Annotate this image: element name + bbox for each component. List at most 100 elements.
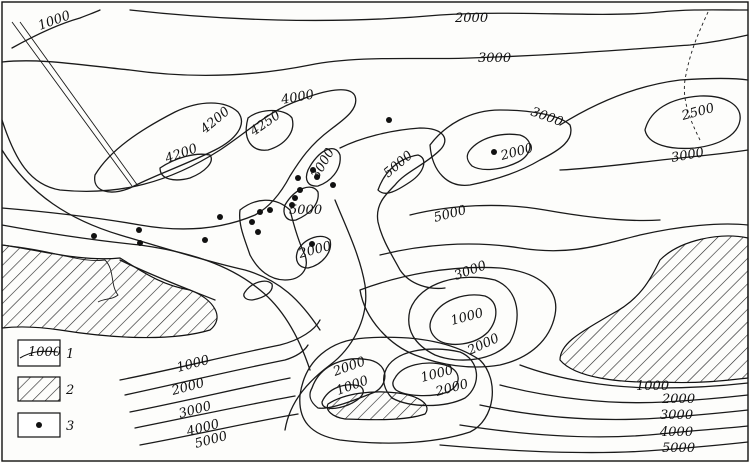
contour-central-long xyxy=(284,199,367,431)
data-point xyxy=(91,233,97,239)
contour-5000-center-loop xyxy=(283,186,319,221)
data-point xyxy=(257,209,263,215)
data-point xyxy=(330,182,336,188)
contour-left-sweep-b xyxy=(1,224,311,371)
label-2500: 2500 xyxy=(679,101,716,124)
label-se-5000: 5000 xyxy=(662,441,695,456)
contour-3000-center xyxy=(305,148,341,187)
label-se-2000: 2000 xyxy=(661,392,695,407)
legend-sample-value: 1000 xyxy=(28,345,61,360)
label-4200-a: 4200 xyxy=(197,104,233,137)
label-se-1000: 1000 xyxy=(636,379,669,394)
legend: 1000 1 2 3 xyxy=(17,339,74,438)
data-point xyxy=(289,202,295,208)
data-point xyxy=(297,187,303,193)
label-4200-b: 4200 xyxy=(162,141,199,167)
boundary-line-2 xyxy=(19,21,139,187)
legend-contour-sample xyxy=(19,350,59,359)
contour-1000-mid-loop xyxy=(429,294,497,346)
label-2000-center: 2000 xyxy=(296,239,333,262)
data-point xyxy=(292,195,298,201)
contour-left-sweep-c xyxy=(119,259,216,301)
data-point xyxy=(295,175,301,181)
contour-se-3000 xyxy=(479,404,749,421)
coastline xyxy=(1,244,119,303)
data-points xyxy=(91,117,497,247)
data-point xyxy=(267,207,273,213)
contour-2000-right-loop xyxy=(466,133,531,171)
contour-4200-b xyxy=(159,153,212,181)
label-2000-top: 2000 xyxy=(454,11,488,26)
hatched-area-east xyxy=(559,235,749,384)
data-point xyxy=(255,229,261,235)
contour-1000-low-loop xyxy=(321,384,364,410)
boundary-line-1 xyxy=(11,21,133,187)
label-4250: 4250 xyxy=(247,108,284,140)
contour-2000-top xyxy=(129,9,749,22)
label-1000-top: 1000 xyxy=(36,8,72,33)
data-point xyxy=(137,240,143,246)
contour-2500-loop xyxy=(644,95,741,150)
contour-3000-top xyxy=(1,34,749,77)
contour-3000-right-loop xyxy=(429,109,572,186)
contour-sw-3000 xyxy=(129,377,291,413)
legend-number-2: 2 xyxy=(65,383,74,398)
label-1000-mid: 1000 xyxy=(449,306,485,329)
data-point xyxy=(202,237,208,243)
dashed-line xyxy=(683,11,709,141)
contour-4250 xyxy=(245,109,294,151)
hatched-area-west xyxy=(1,244,218,339)
contour-5000-right xyxy=(377,154,425,194)
contour-sw-4000 xyxy=(134,395,296,429)
label-3000-top: 3000 xyxy=(478,51,511,66)
contour-inner-center xyxy=(239,199,307,281)
contour-3000-far-right xyxy=(559,77,749,126)
data-point xyxy=(310,167,316,173)
contour-1000-low-b-loop xyxy=(392,362,459,397)
label-3000-right: 3000 xyxy=(529,105,565,130)
label-4000: 4000 xyxy=(279,87,315,108)
data-point xyxy=(136,227,142,233)
contour-sw-1000 xyxy=(119,319,321,381)
label-se-4000: 4000 xyxy=(659,425,693,440)
data-point xyxy=(217,214,223,220)
data-point xyxy=(314,174,320,180)
label-sw-1000: 1000 xyxy=(175,353,211,376)
contour-se-5000 xyxy=(439,441,749,454)
label-5000-a: 5000 xyxy=(381,148,416,181)
contour-se-4000 xyxy=(459,424,749,438)
label-2000-mid: 2000 xyxy=(464,331,501,359)
contour-5000-b xyxy=(409,204,661,222)
contour-4200-a xyxy=(94,102,243,193)
contour-small-ellipse xyxy=(243,280,273,301)
data-point xyxy=(309,241,315,247)
contour-2000-mid-loop xyxy=(408,276,518,361)
label-sw-2000: 2000 xyxy=(169,376,206,399)
contour-sw-5000 xyxy=(139,413,299,446)
data-point xyxy=(491,149,497,155)
legend-dot xyxy=(36,422,42,428)
legend-box-1 xyxy=(17,339,61,367)
contour-1000-top xyxy=(11,9,101,49)
contour-4000 xyxy=(1,89,357,230)
label-3000-mid: 3000 xyxy=(452,258,488,283)
contour-2000-center xyxy=(295,235,332,269)
data-point xyxy=(249,219,255,225)
legend-number-3: 3 xyxy=(66,419,74,434)
label-se-3000: 3000 xyxy=(660,408,693,423)
contour-sw-2000 xyxy=(124,344,309,396)
contour-2000-low-loop xyxy=(309,358,386,409)
data-point xyxy=(386,117,392,123)
contour-3000-far-right-b xyxy=(559,149,749,171)
contour-se-2000 xyxy=(499,384,749,404)
legend-number-1: 1 xyxy=(66,347,74,362)
contour-2000-low-b-loop xyxy=(383,348,478,407)
label-3000-far: 3000 xyxy=(670,145,705,166)
label-5000-b: 5000 xyxy=(432,203,468,226)
label-3000-center: 3000 xyxy=(308,146,338,182)
contour-se-1000 xyxy=(519,364,749,389)
contour-mid-band-a xyxy=(379,223,749,256)
